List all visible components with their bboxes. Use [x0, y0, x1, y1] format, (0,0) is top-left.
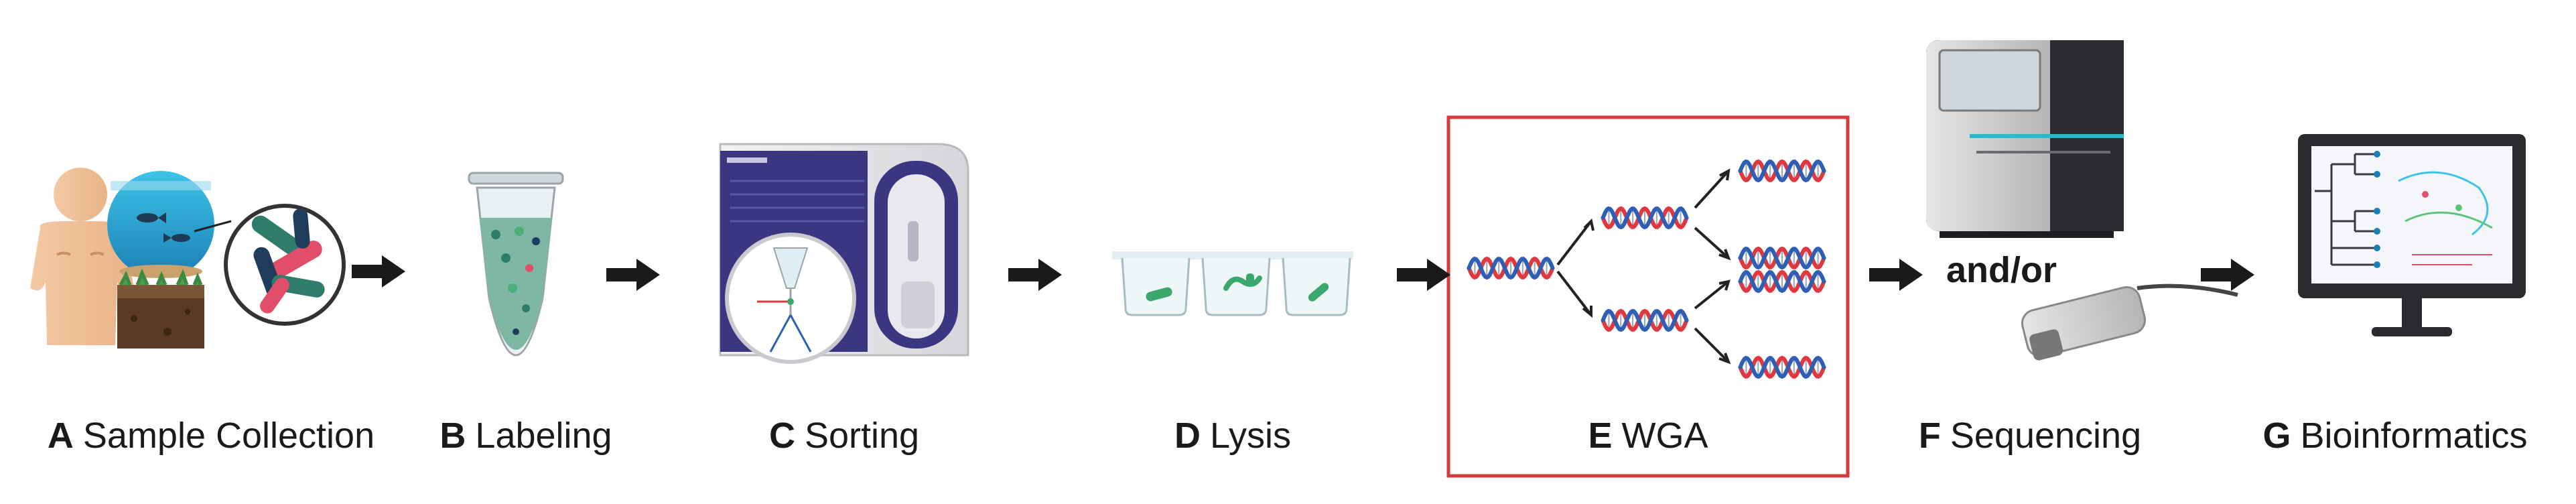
- step-name: Sorting: [804, 416, 920, 456]
- and-or-label: and/or: [1946, 250, 2057, 290]
- step-name: WGA: [1621, 416, 1708, 456]
- step-letter: A: [47, 416, 74, 456]
- well-plate-icon: [1112, 251, 1353, 316]
- arrow-right-icon: [2201, 259, 2254, 291]
- monitor-icon: [2298, 134, 2526, 336]
- dna-icon: [1738, 246, 1826, 270]
- arrow-right-icon: [1008, 259, 1062, 291]
- step-name: Labeling: [475, 416, 612, 456]
- sequencer-icon: [1926, 40, 2124, 238]
- step-letter: C: [768, 416, 795, 456]
- amplification-branches: [1556, 168, 1731, 365]
- step-letter: B: [439, 416, 466, 456]
- dna-icon: [1738, 269, 1826, 294]
- fish-bowl-icon: [107, 171, 214, 278]
- step-letter: F: [1918, 416, 1941, 456]
- bacteria-zoom-icon: [224, 204, 346, 326]
- dna-icon: [1601, 308, 1689, 332]
- step-letter: D: [1174, 416, 1201, 456]
- arrow-right-icon: [1869, 259, 1923, 291]
- tube-icon: [468, 172, 564, 357]
- step-name: Bioinformatics: [2300, 416, 2528, 456]
- dna-icon: [1738, 159, 1826, 183]
- wga-highlight-box: [1446, 115, 1850, 478]
- step-letter: G: [2262, 416, 2291, 456]
- dna-icon: [1738, 355, 1826, 379]
- step-arrows: [352, 255, 2254, 291]
- soil-icon: [117, 268, 204, 349]
- step-name: Sequencing: [1950, 416, 2142, 456]
- step-letter: E: [1588, 416, 1613, 456]
- sample-collection-illustration: [30, 168, 346, 349]
- arrow-right-icon: [1397, 259, 1450, 291]
- arrow-right-icon: [352, 255, 405, 288]
- cell-sorter-icon: [719, 143, 969, 364]
- step-name: Lysis: [1209, 416, 1292, 456]
- nanopore-icon: [2021, 284, 2238, 361]
- arrow-right-icon: [606, 259, 660, 291]
- dna-amplification: [1467, 159, 1826, 379]
- dna-icon: [1601, 206, 1689, 230]
- dna-icon: [1467, 256, 1555, 280]
- step-name: Sample Collection: [82, 416, 375, 456]
- human-icon: [30, 168, 134, 345]
